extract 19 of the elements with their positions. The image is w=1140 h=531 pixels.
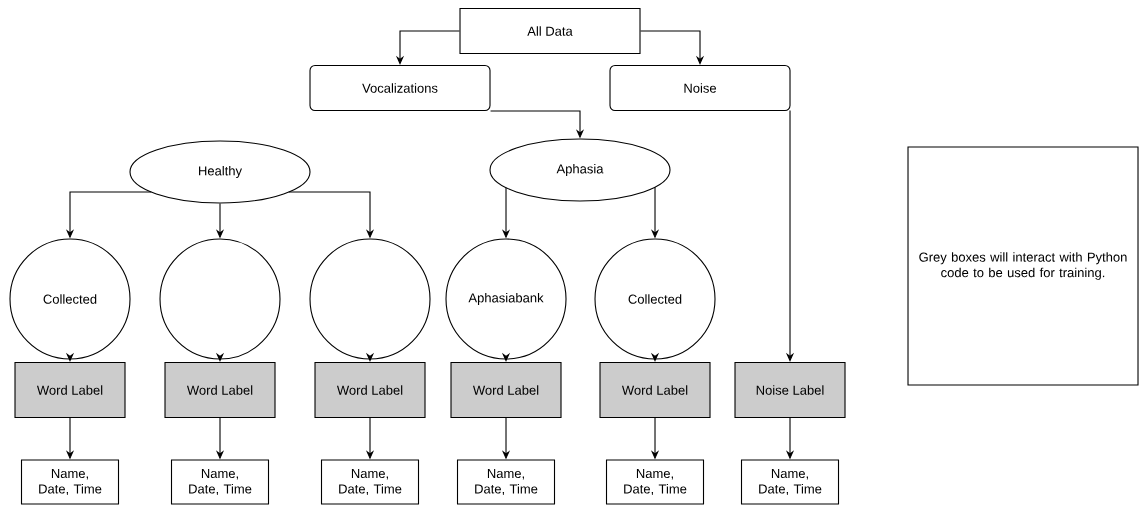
arrow [640,30,705,65]
metadata-box: Name, Date, Time [20,459,120,505]
metadata-box: Name, Date, Time [605,459,705,505]
metadata-box: Name, Date, Time [320,459,420,505]
label-box: Word Label [599,361,711,419]
metadata-box: Name, Date, Time [170,459,270,505]
source-circle [159,238,281,360]
label-box: Word Label [14,361,126,419]
metadata-box: Name, Date, Time [456,459,556,505]
label-box: Noise Label [734,361,846,419]
category-box: Noise [609,64,791,112]
label-box: Word Label [164,361,276,419]
category-box: Vocalizations [309,64,491,112]
source-circle [309,238,431,360]
label-box: Word Label [450,361,562,419]
label-box: Word Label [314,361,426,419]
process-box: All Data [459,7,641,55]
metadata-box: Name, Date, Time [740,459,840,505]
note-box: Grey boxes will interact with Python code to be used for training. [907,146,1139,386]
